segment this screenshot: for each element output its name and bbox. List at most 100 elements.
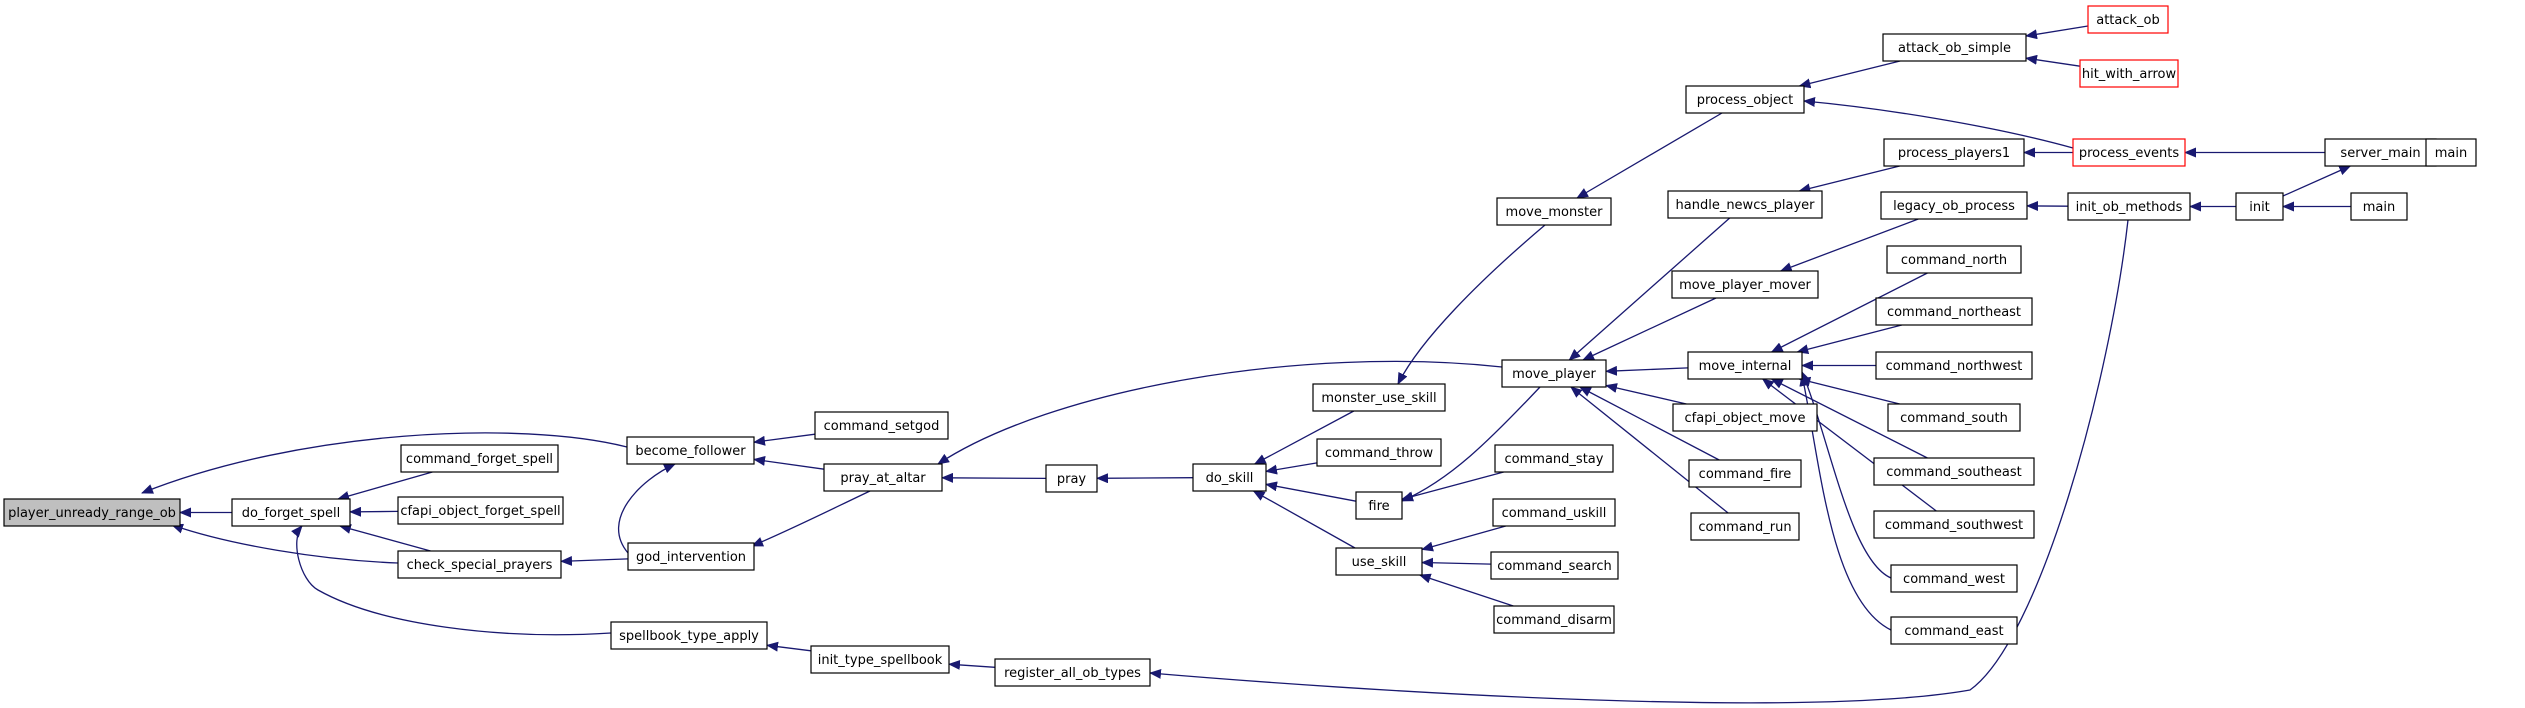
node-player_unready_range_ob[interactable]: player_unready_range_ob: [3, 498, 181, 527]
node-init_ob_methods[interactable]: init_ob_methods: [2067, 192, 2191, 221]
node-process_object[interactable]: process_object: [1685, 85, 1805, 114]
node-hit_with_arrow[interactable]: hit_with_arrow: [2079, 59, 2179, 88]
node-pray[interactable]: pray: [1045, 464, 1098, 493]
node-move_player_mover[interactable]: move_player_mover: [1671, 270, 1819, 299]
node-box[interactable]: [1875, 297, 2033, 326]
node-box[interactable]: [627, 542, 755, 571]
node-box[interactable]: [1875, 351, 2033, 380]
node-box[interactable]: [1490, 551, 1619, 580]
node-command_east[interactable]: command_east: [1890, 616, 2018, 645]
node-box[interactable]: [1192, 463, 1267, 492]
node-box[interactable]: [626, 436, 755, 465]
node-attack_ob_simple[interactable]: attack_ob_simple: [1882, 33, 2027, 62]
node-box[interactable]: [1316, 438, 1442, 467]
node-server_main[interactable]: server_main: [2324, 138, 2437, 167]
node-box[interactable]: [1312, 383, 1446, 412]
node-cfapi_object_move[interactable]: cfapi_object_move: [1672, 403, 1818, 432]
node-box[interactable]: [1890, 616, 2018, 645]
node-handle_newcs_player[interactable]: handle_newcs_player: [1667, 190, 1823, 219]
node-command_search[interactable]: command_search: [1490, 551, 1619, 580]
node-command_stay[interactable]: command_stay: [1494, 444, 1614, 473]
edge-process_object-to-move_monster: [1576, 112, 1723, 199]
node-box[interactable]: [1690, 512, 1800, 541]
node-box[interactable]: [397, 496, 564, 525]
node-box[interactable]: [1496, 197, 1612, 226]
node-box[interactable]: [1688, 459, 1802, 488]
node-god_intervention[interactable]: god_intervention: [627, 542, 755, 571]
node-register_all_ob_types[interactable]: register_all_ob_types: [994, 658, 1151, 687]
node-box[interactable]: [1493, 605, 1615, 634]
node-box[interactable]: [1492, 498, 1616, 527]
node-attack_ob[interactable]: attack_ob: [2087, 5, 2169, 34]
node-command_disarm[interactable]: command_disarm: [1493, 605, 1615, 634]
node-do_skill[interactable]: do_skill: [1192, 463, 1267, 492]
node-legacy_ob_process[interactable]: legacy_ob_process: [1880, 191, 2028, 220]
node-box[interactable]: [1494, 444, 1614, 473]
node-pray_at_altar[interactable]: pray_at_altar: [823, 463, 943, 492]
node-command_southwest[interactable]: command_southwest: [1873, 510, 2035, 539]
node-box[interactable]: [2350, 192, 2408, 221]
node-command_setgod[interactable]: command_setgod: [814, 411, 949, 440]
node-box[interactable]: [231, 498, 351, 527]
node-box[interactable]: [610, 621, 768, 650]
node-box[interactable]: [400, 444, 559, 473]
node-command_southeast[interactable]: command_southeast: [1873, 457, 2035, 486]
node-box[interactable]: [2235, 192, 2284, 221]
node-box[interactable]: [814, 411, 949, 440]
node-move_monster[interactable]: move_monster: [1496, 197, 1612, 226]
node-box[interactable]: [3, 498, 181, 527]
node-use_skill[interactable]: use_skill: [1335, 547, 1423, 576]
node-box[interactable]: [1890, 564, 2018, 593]
node-command_west[interactable]: command_west: [1890, 564, 2018, 593]
node-box[interactable]: [1880, 191, 2028, 220]
node-box[interactable]: [1667, 190, 1823, 219]
node-monster_use_skill[interactable]: monster_use_skill: [1312, 383, 1446, 412]
node-move_internal[interactable]: move_internal: [1687, 351, 1803, 380]
node-box[interactable]: [1501, 359, 1607, 388]
node-box[interactable]: [810, 645, 950, 674]
node-command_throw[interactable]: command_throw: [1316, 438, 1442, 467]
node-box[interactable]: [1687, 351, 1803, 380]
node-box[interactable]: [823, 463, 943, 492]
node-move_player[interactable]: move_player: [1501, 359, 1607, 388]
node-command_uskill[interactable]: command_uskill: [1492, 498, 1616, 527]
node-box[interactable]: [1886, 245, 2022, 274]
node-command_forget_spell[interactable]: command_forget_spell: [400, 444, 559, 473]
node-command_fire[interactable]: command_fire: [1688, 459, 1802, 488]
node-command_south[interactable]: command_south: [1887, 403, 2021, 432]
node-main_1[interactable]: main: [2425, 138, 2477, 167]
node-box[interactable]: [1873, 457, 2035, 486]
node-box[interactable]: [1685, 85, 1805, 114]
node-do_forget_spell[interactable]: do_forget_spell: [231, 498, 351, 527]
node-box[interactable]: [2079, 59, 2179, 88]
node-box[interactable]: [1045, 464, 1098, 493]
node-box[interactable]: [1671, 270, 1819, 299]
node-init[interactable]: init: [2235, 192, 2284, 221]
node-process_players1[interactable]: process_players1: [1883, 138, 2025, 167]
node-box[interactable]: [1672, 403, 1818, 432]
node-init_type_spellbook[interactable]: init_type_spellbook: [810, 645, 950, 674]
node-box[interactable]: [397, 550, 562, 579]
node-box[interactable]: [1335, 547, 1423, 576]
node-fire[interactable]: fire: [1355, 491, 1403, 520]
node-box[interactable]: [2087, 5, 2169, 34]
node-box[interactable]: [2067, 192, 2191, 221]
node-check_special_prayers[interactable]: check_special_prayers: [397, 550, 562, 579]
node-box[interactable]: [1883, 138, 2025, 167]
node-command_northeast[interactable]: command_northeast: [1875, 297, 2033, 326]
node-box[interactable]: [994, 658, 1151, 687]
node-box[interactable]: [2072, 138, 2186, 167]
node-process_events[interactable]: process_events: [2072, 138, 2186, 167]
node-command_northwest[interactable]: command_northwest: [1875, 351, 2033, 380]
node-cfapi_object_forget_spell[interactable]: cfapi_object_forget_spell: [397, 496, 564, 525]
node-box[interactable]: [1882, 33, 2027, 62]
node-box[interactable]: [1355, 491, 1403, 520]
node-spellbook_type_apply[interactable]: spellbook_type_apply: [610, 621, 768, 650]
node-box[interactable]: [2425, 138, 2477, 167]
node-command_north[interactable]: command_north: [1886, 245, 2022, 274]
node-become_follower[interactable]: become_follower: [626, 436, 755, 465]
node-box[interactable]: [1887, 403, 2021, 432]
node-box[interactable]: [1873, 510, 2035, 539]
node-main_2[interactable]: main: [2350, 192, 2408, 221]
node-command_run[interactable]: command_run: [1690, 512, 1800, 541]
